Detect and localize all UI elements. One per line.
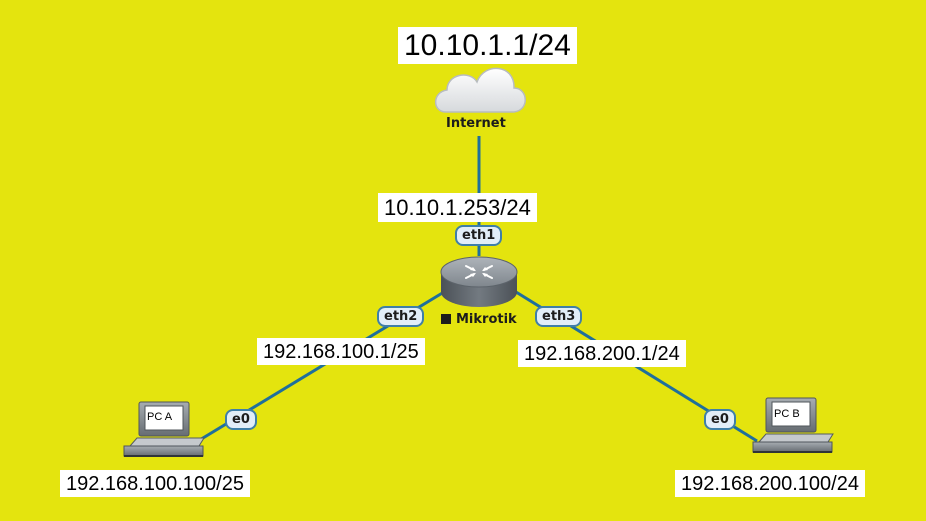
router-status-square bbox=[441, 314, 451, 324]
internet-label: Internet bbox=[446, 116, 506, 131]
cloud-icon[interactable] bbox=[434, 67, 526, 113]
port-eth1[interactable]: eth1 bbox=[455, 225, 503, 246]
pc-a-ip-label: 192.168.100.100/25 bbox=[60, 470, 250, 497]
computer-icon[interactable]: PC A bbox=[123, 401, 205, 457]
pc-b-ip-label: 192.168.200.100/24 bbox=[675, 470, 865, 497]
router-label: Mikrotik bbox=[456, 312, 517, 327]
internet-ip-label: 10.10.1.1/24 bbox=[398, 27, 577, 64]
eth3-ip-label: 192.168.200.1/24 bbox=[518, 340, 686, 367]
port-pc-a-e0[interactable]: e0 bbox=[225, 409, 257, 430]
eth1-ip-label: 10.10.1.253/24 bbox=[378, 193, 537, 222]
pc-a-label: PC A bbox=[147, 411, 173, 423]
computer-icon[interactable]: PC B bbox=[752, 397, 834, 453]
port-eth3[interactable]: eth3 bbox=[535, 306, 583, 327]
pc-b-label: PC B bbox=[774, 408, 800, 420]
port-eth2[interactable]: eth2 bbox=[377, 306, 425, 327]
port-pc-b-e0[interactable]: e0 bbox=[704, 409, 736, 430]
router-icon[interactable] bbox=[440, 256, 518, 307]
eth2-ip-label: 192.168.100.1/25 bbox=[257, 338, 425, 365]
